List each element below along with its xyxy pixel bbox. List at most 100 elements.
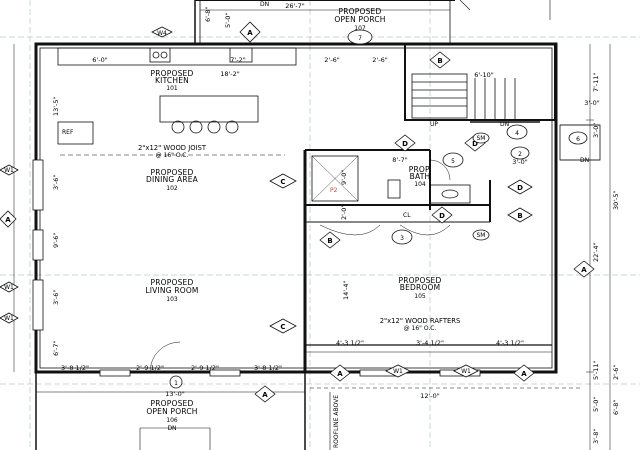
svg-text:PROPOSED: PROPOSED (399, 276, 442, 285)
svg-text:2'-6": 2'-6" (372, 56, 387, 64)
tag-a-left: A (0, 210, 17, 228)
room-porch-bottom: PROPOSED OPEN PORCH 106 DN (146, 399, 197, 432)
svg-text:OPEN PORCH: OPEN PORCH (334, 15, 385, 24)
tag-b-bed: B (319, 231, 341, 249)
tag-c-1: C (269, 173, 297, 189)
svg-text:104: 104 (414, 181, 426, 188)
svg-text:4'-3 1/2": 4'-3 1/2" (496, 339, 524, 347)
svg-text:A: A (247, 29, 253, 37)
svg-text:W1: W1 (4, 167, 14, 174)
svg-text:D: D (472, 140, 478, 148)
svg-text:W1: W1 (4, 284, 14, 291)
svg-text:5'-11": 5'-11" (592, 360, 600, 380)
svg-text:3'-6": 3'-6" (52, 175, 60, 190)
p2-label: P2 (330, 187, 338, 194)
sm-detector-2: SM (472, 229, 490, 241)
svg-text:7: 7 (358, 35, 362, 42)
tag-a-top: A (239, 21, 261, 43)
svg-text:A: A (521, 370, 527, 378)
svg-text:@ 16" O.C.: @ 16" O.C. (404, 325, 437, 332)
svg-text:13'-0": 13'-0" (165, 390, 185, 398)
tag-w1-d: W1 (385, 364, 411, 378)
closet-label: CL (403, 212, 411, 219)
svg-text:1: 1 (174, 380, 178, 387)
svg-text:4: 4 (515, 130, 519, 137)
svg-text:2"x12" WOOD JOIST: 2"x12" WOOD JOIST (138, 144, 207, 152)
svg-text:2'-9 1/2": 2'-9 1/2" (191, 364, 219, 372)
room-kitchen: PROPOSED KITCHEN 101 (151, 69, 194, 92)
stair-dn-label: DN (500, 121, 509, 128)
room-bedroom: PROPOSED BEDROOM 105 (399, 276, 442, 300)
tag-d-3: D (507, 179, 533, 195)
tag-c-2: C (269, 318, 297, 334)
svg-text:7'-2": 7'-2" (230, 56, 245, 64)
svg-text:3'-8": 3'-8" (592, 429, 600, 444)
svg-text:SM: SM (477, 232, 486, 239)
svg-text:30'-5": 30'-5" (612, 190, 620, 210)
tag-w1-a: W1 (0, 164, 19, 176)
tag-w1-c: W1 (0, 312, 19, 324)
svg-text:@ 16" O.C.: @ 16" O.C. (156, 152, 189, 159)
svg-text:9'-0": 9'-0" (340, 170, 348, 185)
svg-text:107: 107 (354, 25, 366, 32)
svg-text:102: 102 (166, 185, 178, 192)
svg-text:SM: SM (477, 135, 486, 142)
room-bath: PROP. BATH 104 (409, 165, 431, 188)
vertical-dimensions: 6'-8" 5'-0" 13'-5" 3'-6" 9'-6" 3'-6" 6'-… (52, 7, 620, 444)
svg-text:C: C (280, 323, 285, 331)
shower (311, 155, 359, 202)
svg-text:5: 5 (451, 158, 455, 165)
svg-text:W4: W4 (157, 30, 167, 37)
svg-text:A: A (262, 391, 268, 399)
kitchen-counters (57, 47, 297, 134)
svg-text:6'-8": 6'-8" (612, 400, 620, 415)
svg-text:DINING AREA: DINING AREA (146, 175, 199, 184)
svg-text:B: B (327, 237, 332, 245)
tag-7: 7 (347, 29, 373, 45)
tag-w1-e: W1 (453, 364, 479, 378)
svg-text:PROPOSED: PROPOSED (339, 7, 382, 16)
staircase (404, 43, 601, 161)
bath-fixtures (387, 179, 471, 204)
svg-text:105: 105 (414, 293, 426, 300)
joist-note: 2"x12" WOOD JOIST @ 16" O.C. (138, 144, 207, 159)
svg-text:3'-4 1/2": 3'-4 1/2" (416, 339, 444, 347)
svg-text:OPEN PORCH: OPEN PORCH (146, 407, 197, 416)
svg-text:PROPOSED: PROPOSED (151, 278, 194, 287)
svg-text:2'-9 1/2": 2'-9 1/2" (136, 364, 164, 372)
room-dining: PROPOSED DINING AREA 102 (146, 168, 199, 192)
svg-text:13'-5": 13'-5" (52, 96, 60, 116)
svg-text:9'-6": 9'-6" (52, 233, 60, 248)
svg-text:6'-8": 6'-8" (204, 7, 212, 22)
tag-a-bottom3: A (254, 385, 276, 403)
svg-text:KITCHEN: KITCHEN (155, 76, 189, 85)
tag-3: 3 (391, 229, 413, 245)
svg-text:W1: W1 (393, 368, 403, 375)
bottom-porch (35, 372, 580, 450)
svg-text:3'-8 1/2": 3'-8 1/2" (61, 364, 89, 372)
tag-b-stair: B (429, 51, 451, 69)
top-porch (194, 0, 551, 44)
svg-text:101: 101 (166, 85, 178, 92)
sm-detector-1: SM (472, 132, 490, 144)
svg-text:A: A (581, 266, 587, 274)
svg-text:A: A (5, 216, 11, 224)
svg-text:6'-0": 6'-0" (92, 56, 107, 64)
svg-text:22'-4": 22'-4" (592, 242, 600, 262)
top-dn-label: DN (260, 1, 269, 8)
svg-text:PROP.: PROP. (409, 165, 431, 174)
svg-text:26'-7": 26'-7" (285, 2, 305, 10)
tag-1: 1 (169, 375, 183, 389)
svg-text:2'-6": 2'-6" (612, 365, 620, 380)
tag-6: 6 (568, 131, 588, 145)
tag-a-bottom2: A (513, 364, 535, 382)
svg-text:PROPOSED: PROPOSED (151, 399, 194, 408)
stair-dn2-label: DN (580, 157, 589, 164)
svg-text:3'-0": 3'-0" (584, 99, 599, 107)
svg-text:W1: W1 (4, 315, 14, 322)
svg-text:BATH: BATH (410, 172, 431, 181)
roofline-label: ROOFLINE ABOVE (333, 395, 340, 448)
tag-b-bath: B (507, 207, 533, 223)
svg-text:5'-0": 5'-0" (224, 13, 232, 28)
